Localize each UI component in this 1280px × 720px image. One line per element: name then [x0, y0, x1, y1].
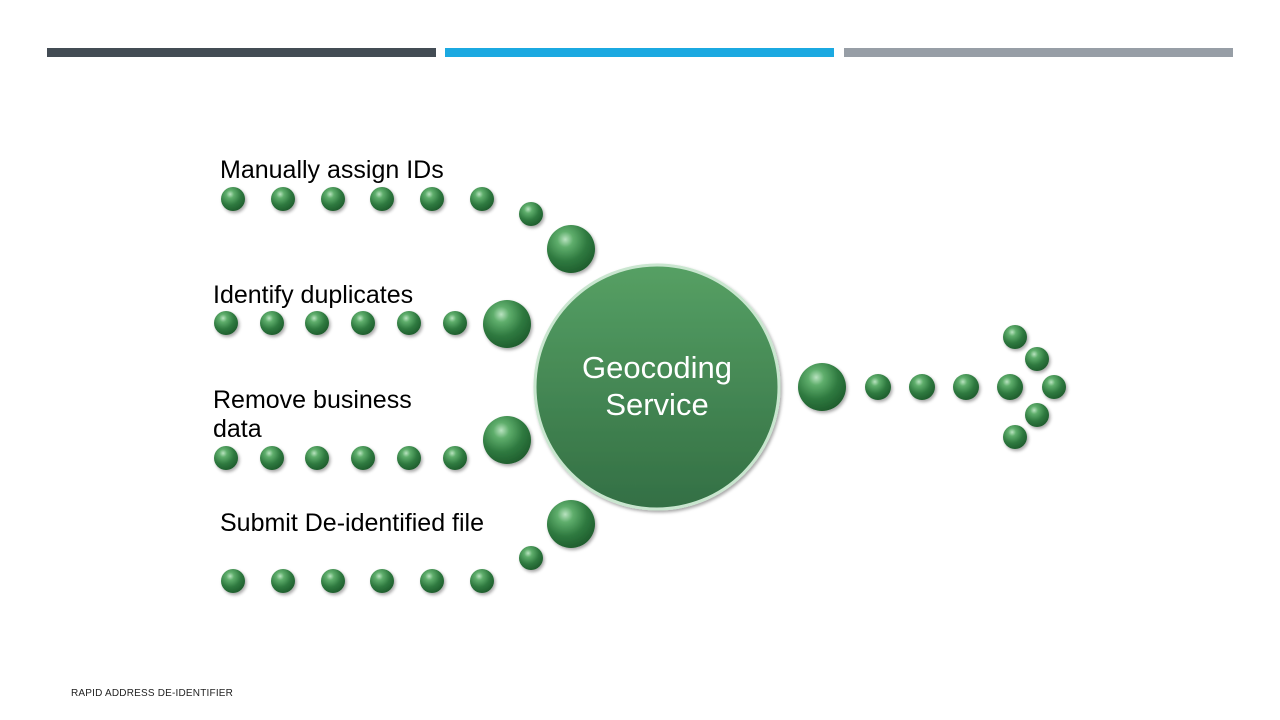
- bead: [420, 569, 444, 593]
- bead: [1025, 403, 1049, 427]
- bead: [321, 569, 345, 593]
- bead: [1025, 347, 1049, 371]
- bead: [443, 446, 467, 470]
- bead: [519, 546, 543, 570]
- bead: [865, 374, 891, 400]
- bead: [305, 446, 329, 470]
- step-label-identify-duplicates: Identify duplicates: [213, 281, 414, 309]
- bead: [420, 187, 444, 211]
- geocoding-service-hub: Geocoding Service: [533, 263, 781, 511]
- bead: [470, 569, 494, 593]
- bead: [547, 500, 595, 548]
- step-label-submit-file: Submit De-identified file: [220, 509, 485, 537]
- bead: [271, 187, 295, 211]
- bead: [519, 202, 543, 226]
- step-label-remove-business: Remove business data: [213, 386, 412, 443]
- bead: [221, 569, 245, 593]
- bead-connectors: [214, 187, 1066, 593]
- bead: [305, 311, 329, 335]
- bead: [953, 374, 979, 400]
- bead: [443, 311, 467, 335]
- bead: [1003, 325, 1027, 349]
- bead: [214, 311, 238, 335]
- bead: [221, 187, 245, 211]
- footer-title: RAPID ADDRESS DE-IDENTIFIER: [71, 688, 234, 699]
- bead: [214, 446, 238, 470]
- bead: [470, 187, 494, 211]
- hub-label-line2: Service: [605, 387, 708, 422]
- bead: [351, 446, 375, 470]
- bead: [397, 311, 421, 335]
- bead: [260, 311, 284, 335]
- bead: [1042, 375, 1066, 399]
- bead: [909, 374, 935, 400]
- bead: [351, 311, 375, 335]
- bead: [321, 187, 345, 211]
- bead: [997, 374, 1023, 400]
- header-bar-blue: [445, 48, 834, 57]
- bead: [1003, 425, 1027, 449]
- header-bar-dark: [47, 48, 436, 57]
- bead: [547, 225, 595, 273]
- header-bar-gray: [844, 48, 1233, 57]
- bead: [483, 300, 531, 348]
- bead: [483, 416, 531, 464]
- bead: [271, 569, 295, 593]
- step-label-manual-ids: Manually assign IDs: [220, 156, 444, 184]
- bead: [260, 446, 284, 470]
- bead: [370, 187, 394, 211]
- bead: [370, 569, 394, 593]
- hub-label-line1: Geocoding: [582, 350, 732, 385]
- bead: [798, 363, 846, 411]
- bead: [397, 446, 421, 470]
